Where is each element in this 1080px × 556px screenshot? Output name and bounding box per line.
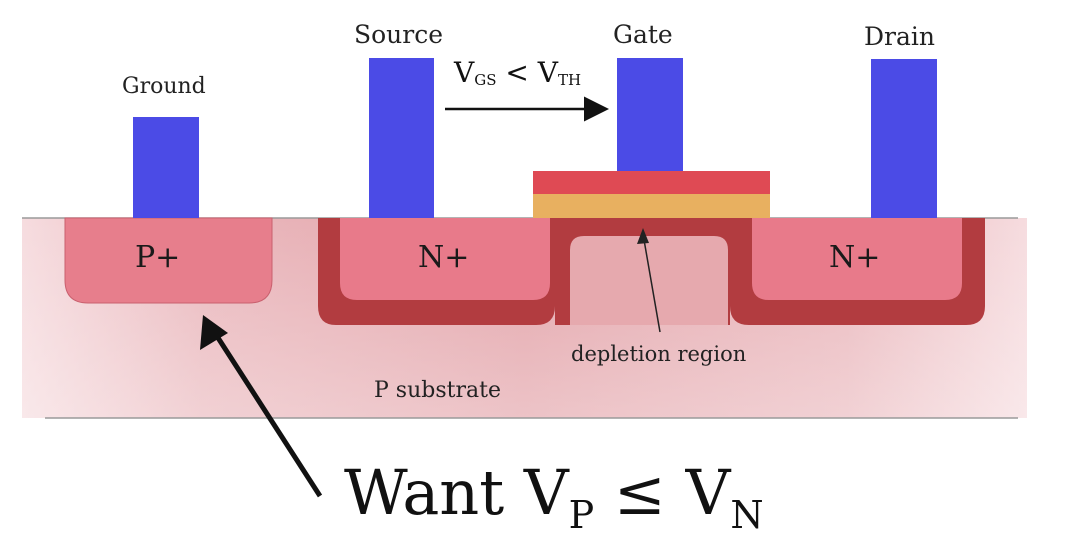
drain-contact bbox=[871, 59, 937, 218]
source-contact bbox=[369, 58, 434, 218]
requirement-arrow bbox=[210, 328, 323, 498]
gate-label: Gate bbox=[613, 20, 673, 49]
vth-subscript: TH bbox=[558, 71, 582, 89]
ground-contact bbox=[133, 117, 199, 218]
depletion-region-label: depletion region bbox=[571, 342, 747, 366]
vp-symbol: V bbox=[523, 456, 569, 529]
p-substrate-label: P substrate bbox=[374, 378, 501, 403]
depletion-pointer-head bbox=[637, 228, 649, 244]
n-plus-source-region bbox=[340, 218, 550, 300]
vgs-subscript: GS bbox=[474, 71, 497, 89]
requirement-prefix: Want bbox=[344, 456, 524, 529]
drain-label: Drain bbox=[864, 22, 935, 51]
source-label: Source bbox=[354, 20, 444, 49]
p-plus-label: P+ bbox=[135, 240, 181, 275]
gate-contact bbox=[617, 58, 683, 171]
requirement-arrow-head bbox=[200, 315, 228, 350]
gate-condition: VGS < VTH bbox=[454, 56, 581, 89]
vgs-operator: < bbox=[505, 56, 529, 89]
n-plus-source-label: N+ bbox=[418, 240, 470, 275]
vp-subscript: P bbox=[568, 493, 595, 537]
gate-oxide bbox=[533, 194, 770, 218]
vth-symbol: V bbox=[537, 56, 559, 89]
n-plus-drain-region bbox=[752, 218, 962, 300]
requirement-text: Want VP ≤ VN bbox=[344, 456, 764, 537]
vn-symbol: V bbox=[685, 456, 731, 529]
gate-poly bbox=[533, 171, 770, 194]
ground-label: Ground bbox=[122, 74, 206, 99]
p-plus-region bbox=[64, 217, 273, 304]
vn-subscript: N bbox=[730, 493, 764, 537]
vgs-symbol: V bbox=[454, 56, 475, 89]
requirement-operator: ≤ bbox=[594, 456, 686, 529]
depletion-pointer bbox=[642, 233, 661, 333]
channel-body-bump bbox=[570, 236, 728, 325]
n-plus-drain-label: N+ bbox=[829, 240, 881, 275]
